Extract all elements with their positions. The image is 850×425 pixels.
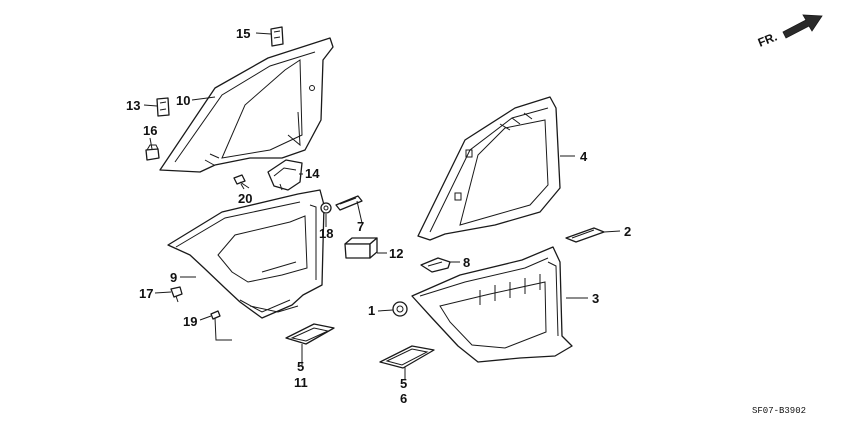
callout-19: 19 — [183, 314, 197, 329]
front-direction-indicator: FR. — [756, 14, 823, 50]
front-label: FR. — [756, 30, 779, 50]
callout-1: 1 — [368, 303, 375, 318]
part-15-clip — [270, 26, 284, 47]
part-17-clip — [170, 286, 183, 303]
front-arrow-icon — [782, 14, 823, 39]
callout-11: 11 — [294, 375, 308, 390]
callout-4: 4 — [580, 149, 588, 164]
callout-20: 20 — [238, 191, 252, 206]
callout-6: 6 — [400, 391, 407, 406]
callout-2: 2 — [624, 224, 631, 239]
part-13-clip — [156, 97, 170, 117]
callout-15: 15 — [236, 26, 250, 41]
part-4-rear-pillar — [417, 96, 561, 241]
part-8-clip — [420, 257, 451, 273]
callout-13: 13 — [126, 98, 140, 113]
callout-16: 16 — [143, 123, 157, 138]
part-12-box — [344, 237, 378, 259]
callout-10: 10 — [176, 93, 190, 108]
part-5-11-pad-left — [285, 323, 335, 345]
part-20-screw — [233, 174, 250, 189]
callout-labels: 15 10 13 16 14 20 9 17 19 18 7 12 5 11 4… — [126, 26, 631, 406]
leader-lines — [143, 32, 621, 380]
callout-5-left: 5 — [297, 359, 304, 374]
callout-7: 7 — [357, 219, 364, 234]
part-5-6-pad-right — [379, 345, 435, 369]
part-2-pad — [565, 227, 605, 243]
part-19-screw — [210, 310, 232, 341]
callout-3: 3 — [592, 291, 599, 306]
callout-12: 12 — [389, 246, 403, 261]
callout-18: 18 — [319, 226, 333, 241]
part-14-bracket — [267, 159, 303, 191]
callout-17: 17 — [139, 286, 153, 301]
part-18-grommet — [320, 202, 332, 214]
part-9-lower-trim — [167, 189, 325, 319]
callout-8: 8 — [463, 255, 470, 270]
part-16-clip — [145, 144, 160, 161]
part-1-fastener — [392, 301, 408, 317]
callout-14: 14 — [305, 166, 320, 181]
part-3-rear-lower-trim — [411, 246, 573, 363]
callout-5-right: 5 — [400, 376, 407, 391]
drawing-code: SF07-B3902 — [752, 406, 806, 416]
part-7-handle — [335, 195, 363, 211]
callout-9: 9 — [170, 270, 177, 285]
part-10-pillar-trim — [159, 37, 334, 173]
